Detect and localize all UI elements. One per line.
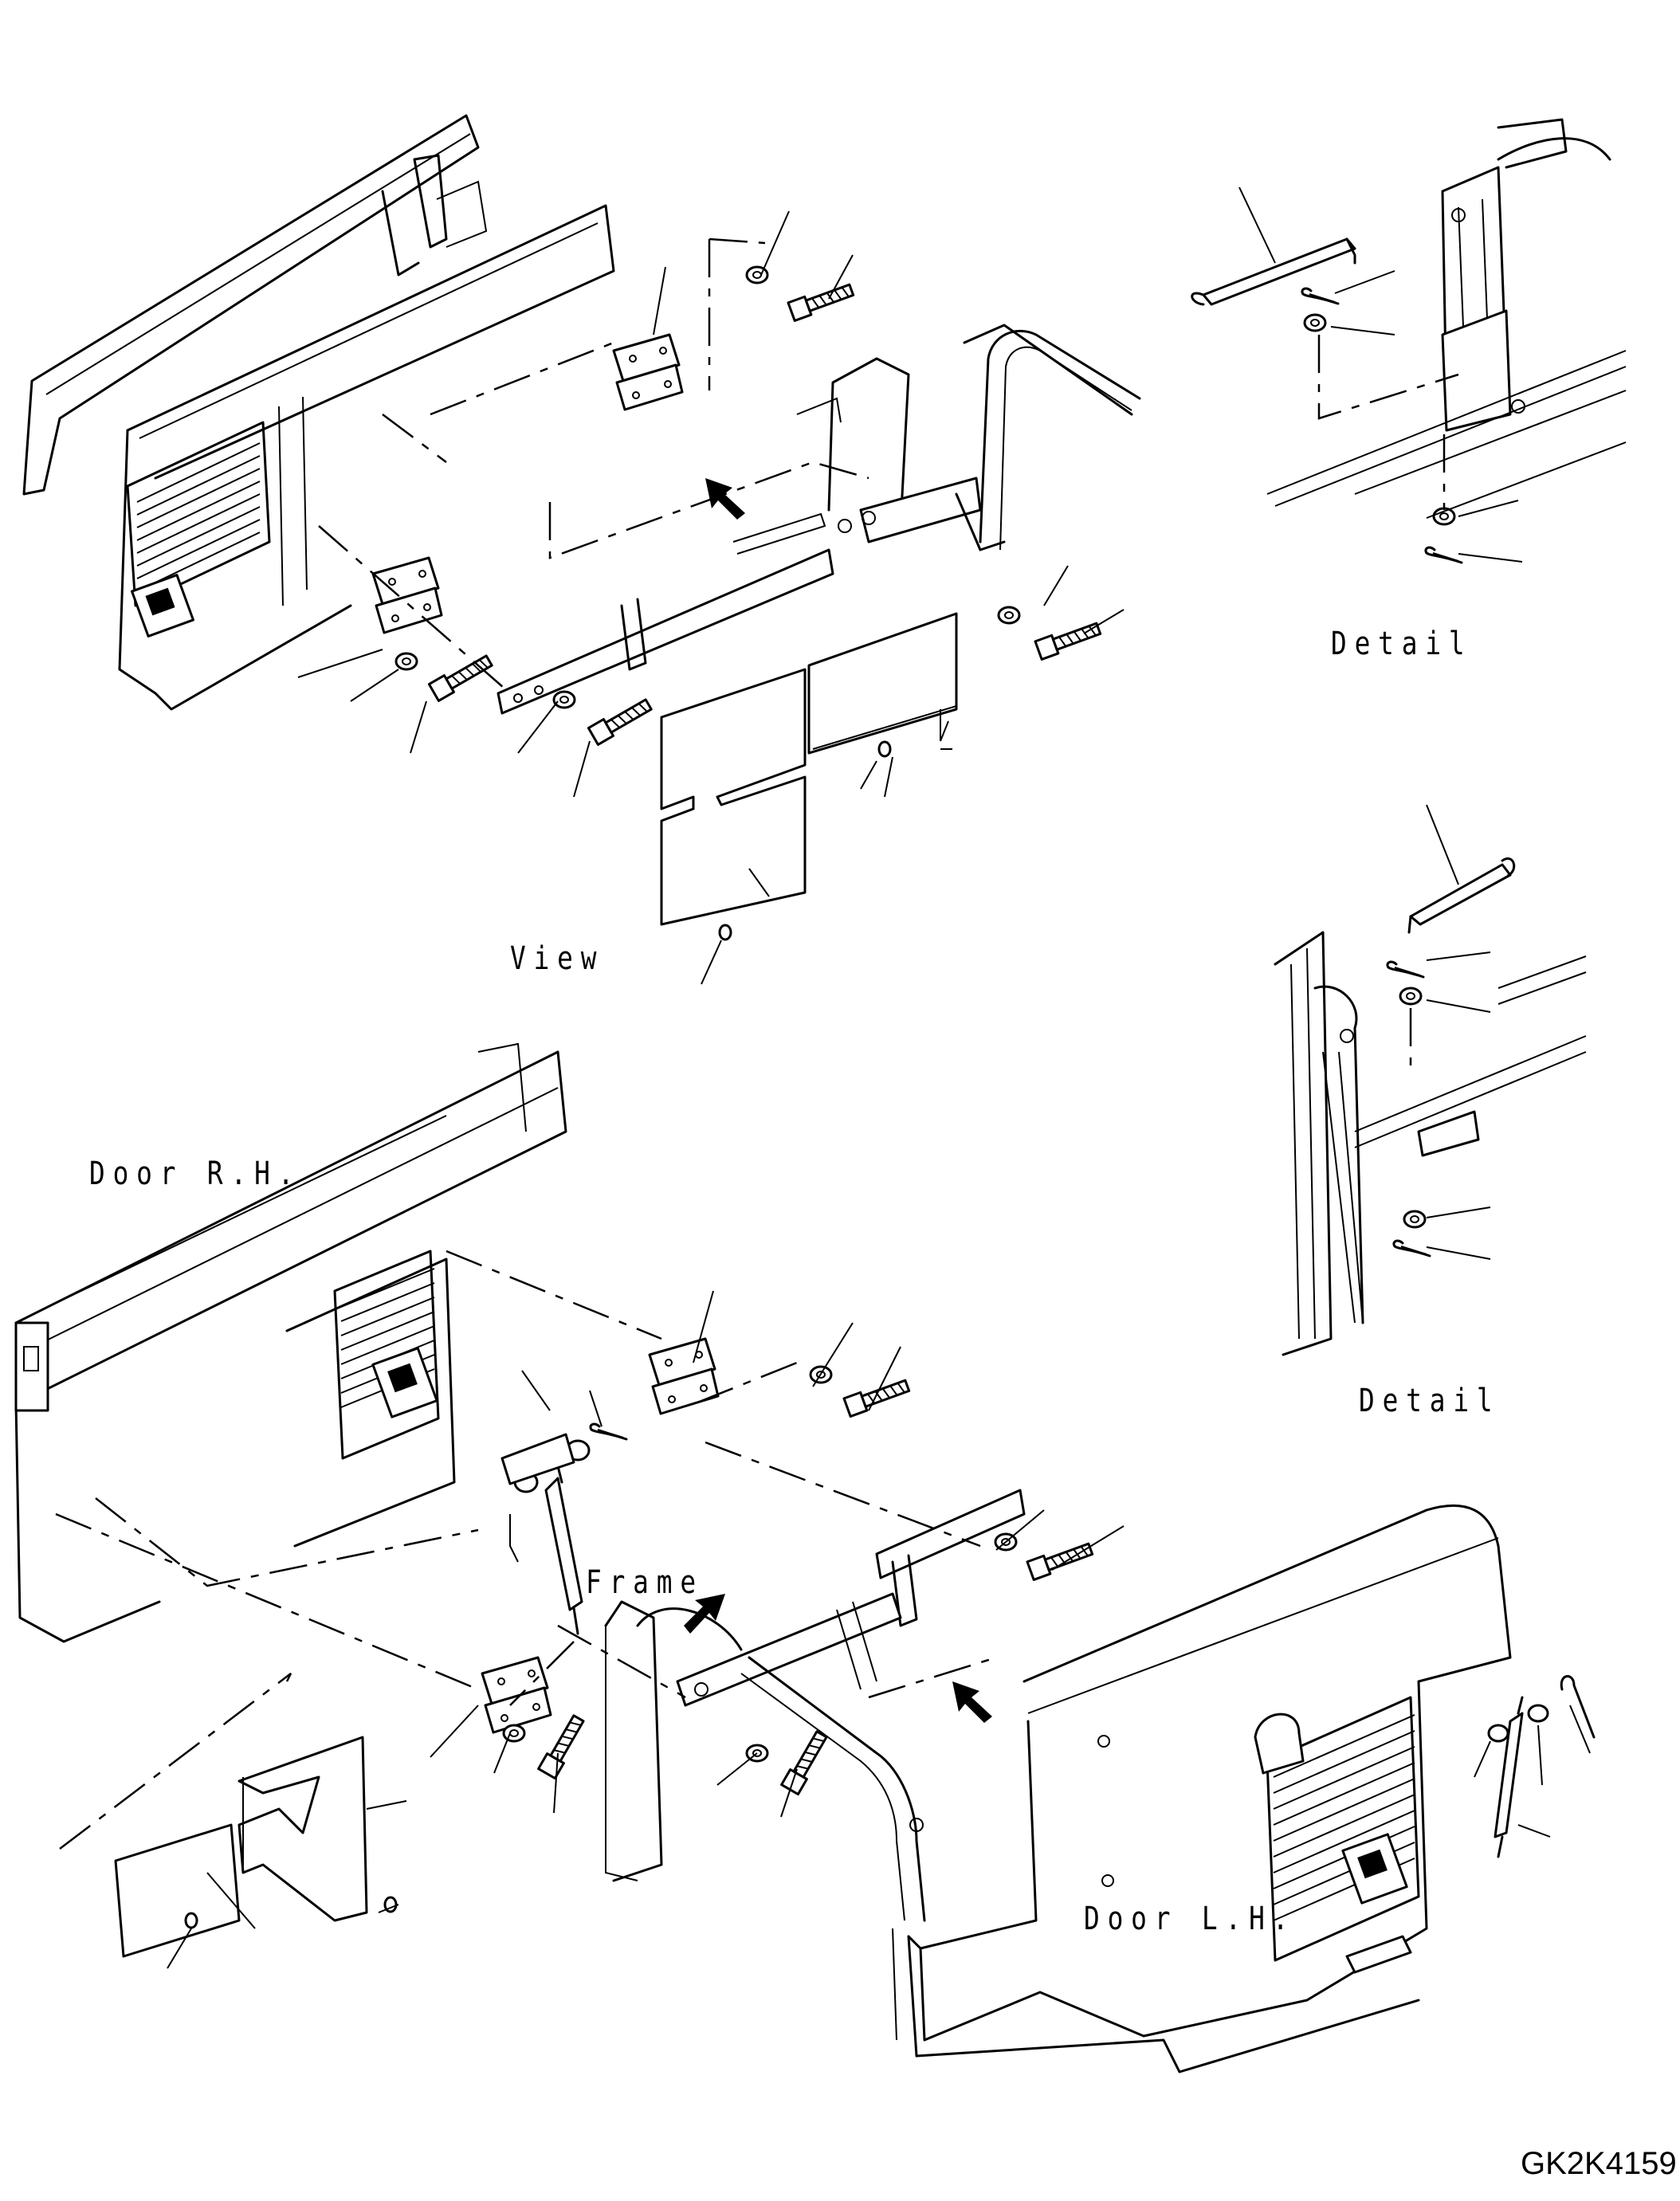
detail-top-frame [1266,118,1627,519]
detail-top-pin-1 [1301,287,1340,305]
detail-bottom-washer-1 [1399,987,1423,1006]
detail-top-pin-2 [1424,546,1463,564]
top-frame-structure [732,324,1141,555]
top-hinge-lower [371,556,443,634]
top-washer-4 [997,606,1021,625]
detail-top-washer-1 [1303,313,1327,332]
bottom-hinge-lower [481,1656,552,1734]
bottom-bolt-3 [537,1712,588,1780]
detail-bottom-pin-1 [1386,960,1425,979]
top-dashed-leaders [318,237,869,694]
bottom-washer-3 [502,1724,526,1743]
left-hand-leader-lines [1474,1705,1591,1838]
bottom-leader-lines [167,1290,1125,1969]
top-door-louver-grille [126,421,271,638]
bottom-small-pins [184,1896,398,1929]
bottom-door-louver-grille [285,1250,456,1548]
top-bolt-3 [587,695,655,746]
top-cross-frame [497,548,834,715]
bottom-hinge-upper [648,1337,720,1415]
top-washer-2 [394,652,418,671]
bottom-gas-spring [500,1433,591,1635]
detail-bottom-leaders [1409,951,1491,1260]
top-hinge-upper [612,333,684,411]
drawing-code: GK2K4159 [1521,2146,1677,2181]
top-bolt-2 [427,651,496,702]
left-hand-door-body [892,1504,1512,2073]
bottom-frame-structure [604,1592,926,1922]
top-small-pins [718,740,892,941]
bottom-cross-frame [875,1489,1026,1627]
bottom-right-hand-door-panel [14,1042,567,1643]
bottom-dashed-leaders [55,1250,997,1850]
frame-label: Frame [586,1564,704,1601]
detail-top-dashed [1317,335,1459,510]
detail-top-label: Detail [1331,626,1473,662]
detail-top-stay-rod [1191,186,1356,306]
bottom-bolt-1 [842,1375,912,1418]
bottom-bolt-2 [1026,1539,1095,1581]
detail-bottom-stay-rod [1407,804,1516,934]
bottom-pin-1 [589,1422,628,1441]
detail-bottom-frame [1274,931,1587,1356]
top-bolt-1 [787,280,856,322]
detail-top-leaders [1330,270,1523,563]
top-seal-pads [660,612,958,926]
top-bolt-4 [1034,618,1103,661]
left-hand-door-louver-grille [1254,1696,1420,1974]
detail-bottom-washer-2 [1403,1210,1427,1229]
door-rh-label: Door R.H. [89,1155,302,1192]
view-label: View [510,940,605,977]
top-right-hand-door-panel [22,114,615,711]
top-leader-lines [297,210,1125,985]
detail-bottom-label: Detail [1359,1383,1501,1419]
bottom-bolt-4 [780,1728,831,1796]
door-lh-label: Door L.H. [1084,1901,1297,1937]
top-washer-3 [552,690,576,709]
left-hand-gas-spring [1487,1675,1596,1858]
bottom-arrow-2 [952,1681,992,1723]
bottom-seal-pads [114,1736,368,1958]
detail-bottom-pin-2 [1392,1239,1431,1257]
